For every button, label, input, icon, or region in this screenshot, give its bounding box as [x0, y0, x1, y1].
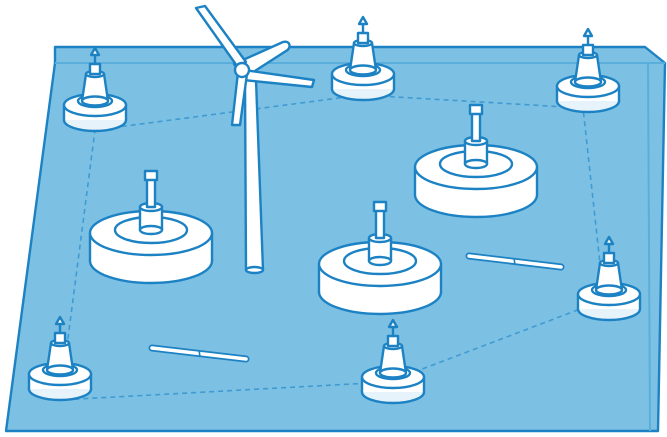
offshore-energy-array-illustration: [0, 0, 667, 437]
